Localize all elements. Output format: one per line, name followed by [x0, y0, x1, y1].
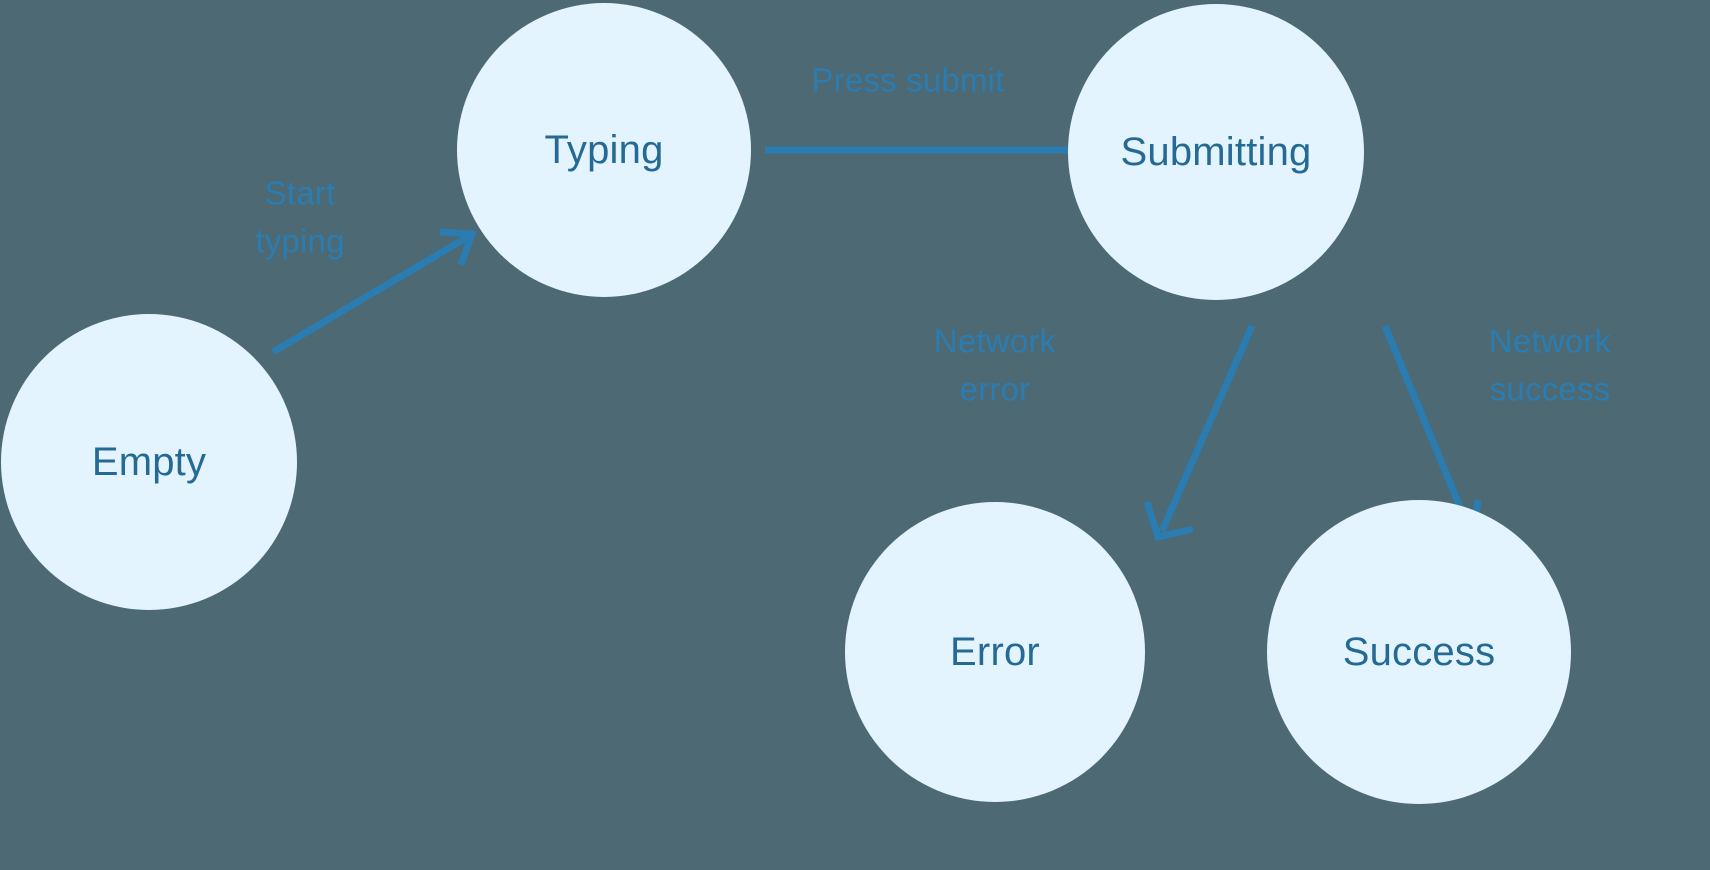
state-circle: [1, 314, 297, 610]
edge-label-line: Start: [265, 175, 336, 212]
edge-label-typing-to-submitting: Press submit: [811, 62, 1004, 99]
state-node-label: Error: [950, 630, 1040, 674]
edge-label-submitting-to-success: Network success: [1489, 323, 1612, 408]
edge-label-submitting-to-error: Network error: [934, 323, 1057, 408]
state-node-error[interactable]: Error: [845, 502, 1145, 802]
edge-empty-to-typing[interactable]: [271, 228, 477, 356]
edge-label-line: typing: [255, 223, 344, 260]
state-node-label: Submitting: [1121, 130, 1312, 174]
edge-label-line: Network: [934, 323, 1057, 360]
state-circle: [845, 502, 1145, 802]
state-node-submitting[interactable]: Submitting: [1068, 4, 1364, 300]
edge-line: [271, 234, 468, 356]
state-node-label: Success: [1343, 630, 1496, 674]
edge-label-line: success: [1490, 371, 1611, 408]
edge-label-line: Press submit: [811, 62, 1004, 99]
state-circle: [1068, 4, 1364, 300]
edge-line: [1381, 324, 1474, 533]
edge-label-line: Network: [1489, 323, 1612, 360]
state-node-typing[interactable]: Typing: [457, 3, 751, 297]
edge-label-line: error: [960, 371, 1031, 408]
state-node-empty[interactable]: Empty: [1, 314, 297, 610]
state-node-success[interactable]: Success: [1267, 500, 1571, 804]
state-node-label: Typing: [544, 128, 663, 172]
state-circle: [457, 3, 751, 297]
state-circle: [1267, 500, 1571, 804]
arrowhead-icon: [1143, 500, 1194, 542]
state-node-label: Empty: [92, 440, 206, 484]
edge-submitting-to-error[interactable]: [1143, 324, 1256, 542]
arrowhead-icon: [439, 228, 477, 267]
edge-line: [1158, 324, 1256, 533]
edge-label-empty-to-typing: Start typing: [255, 175, 344, 260]
